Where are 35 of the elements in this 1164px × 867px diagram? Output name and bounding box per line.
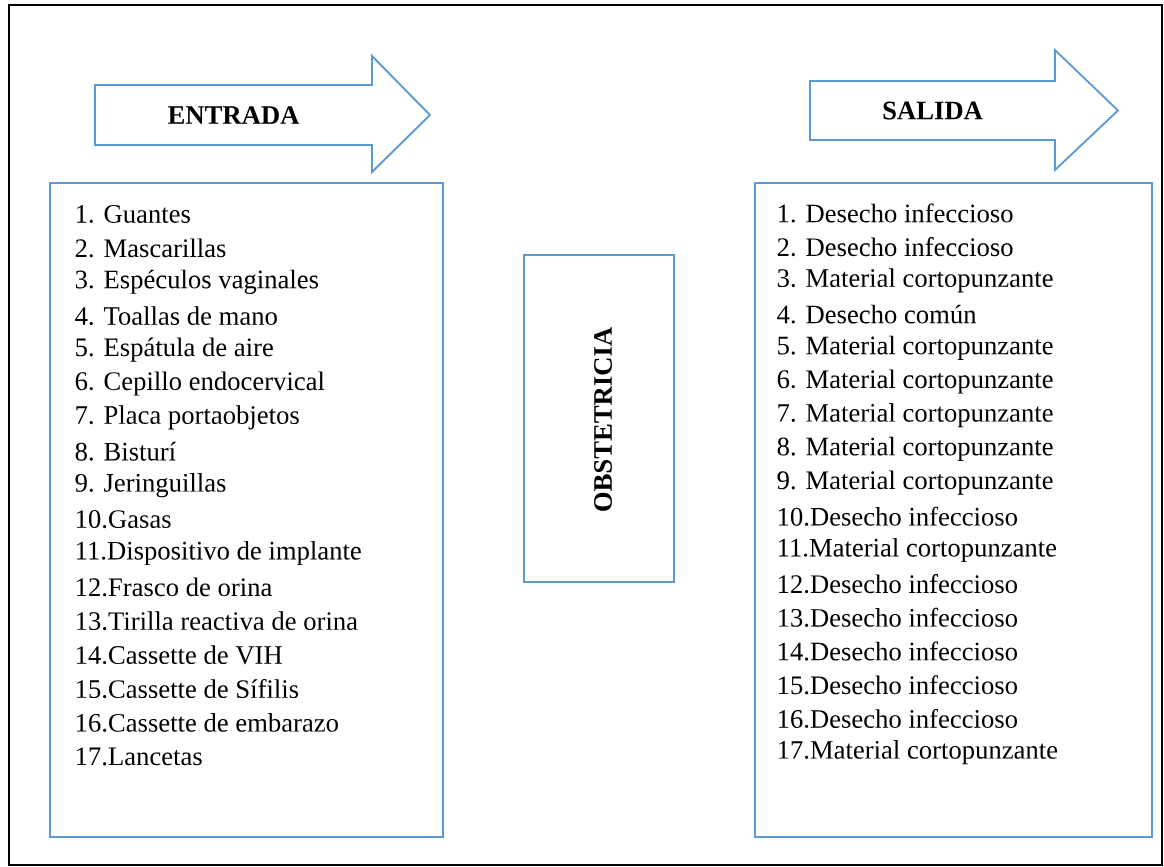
- list-item: 3. Material cortopunzante: [777, 268, 1053, 293]
- list-item: 7. Placa portaobjetos: [76, 405, 299, 430]
- list-item: 15.Desecho infeccioso: [778, 675, 1017, 695]
- list-item: 13.Tirilla reactiva de orina: [76, 611, 358, 631]
- list-item: 6. Cepillo endocervical: [75, 371, 325, 396]
- list-item: 9. Jeringuillas: [75, 473, 226, 498]
- list-item: 1. Desecho infeccioso: [778, 203, 1013, 223]
- list-item: 4. Desecho común: [777, 304, 977, 324]
- list-item: 5. Material cortopunzante: [778, 335, 1053, 360]
- list-item: 4. Toallas de mano: [75, 306, 277, 326]
- list-item: 7. Material cortopunzante: [778, 403, 1053, 428]
- list-item: 17.Lancetas: [76, 747, 202, 766]
- list-item: 6. Material cortopunzante: [777, 369, 1053, 394]
- list-item: 9. Material cortopunzante: [777, 470, 1053, 495]
- list-item: 8. Bisturí: [75, 441, 176, 461]
- list-item: 3. Espéculos vaginales: [75, 269, 319, 294]
- list-item: 12.Frasco de orina: [76, 577, 272, 597]
- list-item: 10.Desecho infeccioso: [778, 506, 1017, 526]
- list-item: 14.Desecho infeccioso: [778, 641, 1017, 661]
- list-item: 15.Cassette de Sífilis: [76, 679, 299, 699]
- list-item: 16.Cassette de embarazo: [76, 713, 338, 732]
- list-item: 10.Gasas: [76, 510, 171, 529]
- list-item: 2. Mascarillas: [75, 238, 226, 258]
- department-box: OBSTETRICIA: [523, 254, 675, 583]
- list-item: 11.Dispositivo de implante: [76, 540, 361, 566]
- list-item: 1. Guantes: [76, 205, 190, 223]
- list-item: 14.Cassette de VIH: [76, 645, 282, 665]
- list-item: 12.Desecho infeccioso: [778, 574, 1017, 594]
- list-item: 2. Desecho infeccioso: [777, 237, 1013, 257]
- list-item: 11.Material cortopunzante: [778, 537, 1057, 563]
- list-item: 8. Material cortopunzante: [777, 436, 1053, 461]
- list-item: 17.Material cortopunzante: [778, 740, 1058, 765]
- list-item: 13.Desecho infeccioso: [778, 607, 1017, 627]
- list-item: 16.Desecho infeccioso: [778, 708, 1017, 729]
- list-item: 5. Espátula de aire: [76, 337, 273, 362]
